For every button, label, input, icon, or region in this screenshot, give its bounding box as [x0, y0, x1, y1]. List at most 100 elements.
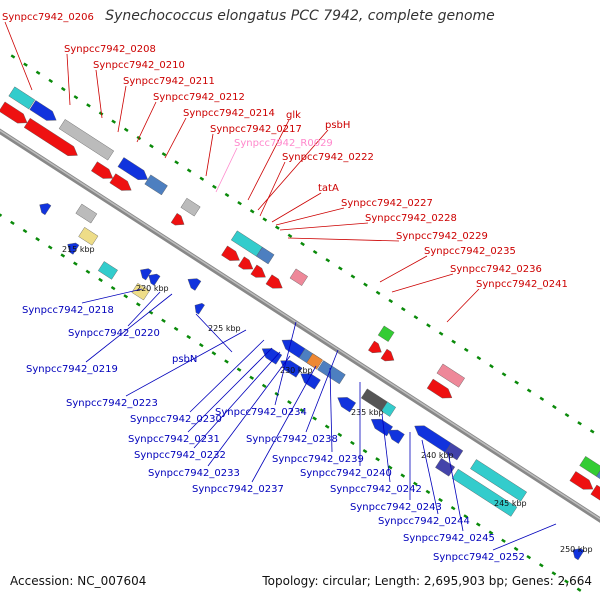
gene-label: Synpcc7942_0218 — [22, 305, 114, 316]
gene-feature — [237, 256, 254, 270]
tick-dash — [489, 364, 494, 369]
gene-label: Synpcc7942_0235 — [424, 246, 516, 257]
tick-dash — [35, 70, 41, 75]
gene-feature — [194, 303, 205, 315]
gene-label: tatA — [318, 183, 339, 194]
tick-dash — [22, 228, 28, 234]
tick-dash — [501, 538, 506, 543]
tick-dash — [73, 95, 79, 100]
gene-label: Synpcc7942_0239 — [272, 454, 364, 465]
tick-dash — [552, 404, 557, 410]
tick-dash — [501, 372, 507, 377]
tick-dash — [438, 497, 443, 503]
tick-dash — [551, 571, 557, 576]
label-leader — [329, 367, 333, 453]
label-leader — [492, 523, 557, 551]
gene-feature — [289, 268, 308, 286]
gene-label: Synpcc7942_0241 — [476, 279, 568, 290]
gene-feature — [170, 213, 185, 226]
tick-dash — [362, 448, 368, 454]
gene-feature — [265, 274, 283, 289]
tick-dash — [425, 489, 431, 495]
label-leader — [207, 355, 291, 467]
gene-label: Synpcc7942_0217 — [210, 124, 302, 135]
tick-dash — [450, 506, 456, 511]
tick-dash — [224, 192, 230, 198]
gene-feature — [337, 397, 357, 413]
gene-feature — [387, 429, 405, 444]
tick-dash — [325, 258, 331, 263]
tick-label: 240 kbp — [421, 451, 454, 460]
label-leader — [127, 291, 161, 327]
tick-dash — [400, 306, 406, 312]
label-leader — [251, 365, 317, 483]
gene-label: Synpcc7942_0220 — [68, 328, 160, 339]
tick-dash — [337, 432, 343, 437]
gene-feature — [144, 174, 168, 196]
gene-label: Synpcc7942_0214 — [183, 108, 275, 119]
tick-dash — [47, 245, 53, 250]
tick-dash — [262, 217, 268, 222]
gene-feature — [39, 203, 52, 216]
tick-label: 250 kbp — [560, 545, 593, 554]
tick-dash — [337, 266, 343, 271]
tick-dash — [236, 367, 242, 372]
gene-feature — [451, 468, 518, 517]
gene-label: Synpcc7942_0227 — [341, 198, 433, 209]
label-leader — [247, 119, 290, 201]
gene-feature — [131, 282, 150, 301]
label-leader — [381, 413, 391, 483]
gene-feature — [180, 197, 201, 217]
tick-dash — [85, 269, 91, 274]
tick-dash — [174, 160, 179, 165]
gene-feature — [78, 227, 99, 246]
gene-label: Synpcc7942_0212 — [153, 92, 245, 103]
gene-feature — [306, 353, 323, 370]
gene-label: Synpcc7942_0219 — [26, 364, 118, 375]
tick-dash — [350, 440, 355, 446]
gene-feature — [221, 245, 240, 261]
gene-feature — [91, 161, 114, 179]
tick-dash — [198, 343, 204, 348]
tick-dash — [60, 253, 66, 258]
tick-dash — [110, 285, 116, 291]
topology-text: Topology: circular; Length: 2,695,903 bp… — [262, 574, 592, 588]
gene-feature — [8, 86, 36, 110]
tick-dash — [387, 465, 393, 470]
gene-label: Synpcc7942_0211 — [123, 76, 215, 87]
gene-label: glk — [286, 110, 301, 121]
tick-label: 215 kbp — [62, 245, 95, 254]
gene-feature — [444, 442, 464, 461]
tick-label: 225 kbp — [208, 324, 241, 333]
gene-label: Synpcc7942_0244 — [378, 516, 470, 527]
gene-label: Synpcc7942_0228 — [365, 213, 457, 224]
gene-feature — [250, 264, 266, 278]
label-leader — [117, 85, 127, 133]
tick-dash — [10, 54, 16, 59]
label-leader — [205, 133, 214, 177]
gene-feature — [67, 242, 80, 255]
tick-dash — [0, 213, 3, 217]
label-leader — [391, 273, 454, 293]
tick-dash — [388, 298, 394, 304]
tick-dash — [35, 237, 40, 242]
tick-dash — [438, 331, 444, 336]
tick-dash — [312, 249, 318, 255]
gene-feature — [148, 273, 161, 286]
tick-dash — [161, 152, 167, 157]
tick-dash — [186, 168, 192, 173]
label-leader — [66, 53, 71, 106]
tick-dash — [375, 290, 381, 295]
tick-dash — [476, 355, 482, 361]
tick-label: 230 kbp — [280, 366, 313, 375]
tick-dash — [123, 127, 129, 132]
tick-dash — [98, 277, 103, 283]
gene-feature — [317, 360, 346, 385]
gene-label: Synpcc7942_0234 — [215, 407, 307, 418]
label-leader — [279, 222, 369, 231]
tick-dash — [576, 587, 582, 592]
label-leader — [95, 69, 103, 119]
gene-feature — [436, 363, 465, 388]
label-leader — [187, 347, 273, 433]
